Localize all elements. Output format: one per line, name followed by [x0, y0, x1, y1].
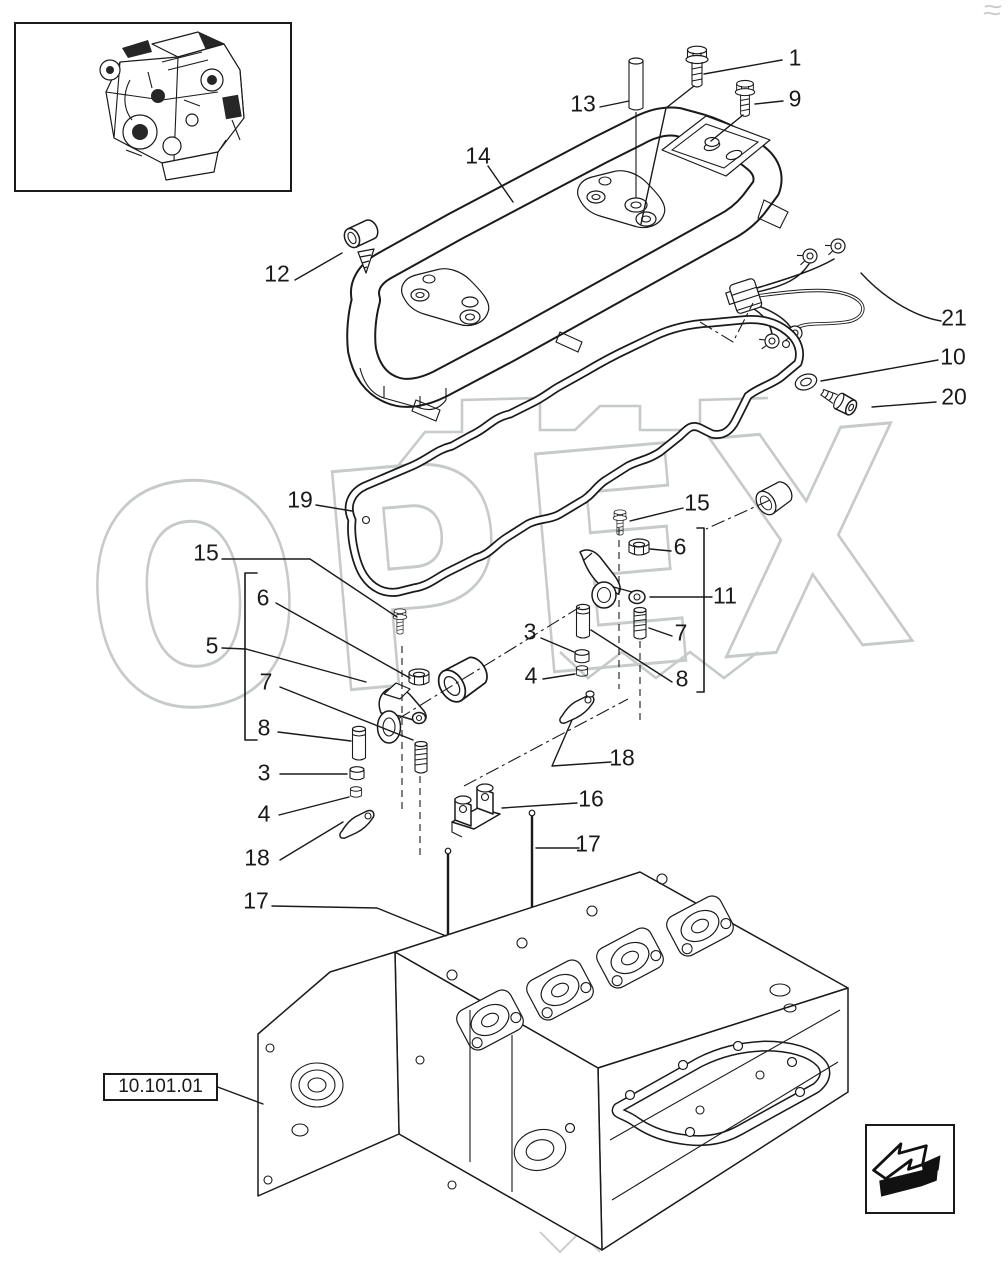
stud-7-left — [414, 740, 428, 774]
rocker-arm-left — [376, 682, 427, 744]
valve-cover-gasket — [344, 315, 805, 597]
callout-13[interactable]: 13 — [570, 90, 596, 117]
callout-3-left[interactable]: 3 — [257, 759, 271, 786]
cap-3-left — [349, 766, 365, 781]
callout-8-right[interactable]: 8 — [675, 665, 689, 692]
engine-thumbnail-box — [14, 22, 292, 192]
adjuster-lever-right — [559, 690, 595, 724]
watermark-text: OPEX — [71, 362, 941, 783]
socket-screw — [820, 388, 858, 416]
callout-11[interactable]: 11 — [713, 582, 737, 609]
callout-7-left[interactable]: 7 — [259, 668, 273, 695]
callout-15-left[interactable]: 15 — [193, 539, 219, 566]
valve-bridge — [451, 783, 501, 838]
previous-page-arrow-icon — [872, 1142, 941, 1197]
callout-20[interactable]: 20 — [941, 383, 967, 410]
engine-overview-icon — [99, 31, 245, 181]
sealing-washer — [794, 373, 818, 391]
callout-15-right[interactable]: 15 — [684, 489, 710, 516]
callout-21[interactable]: 21 — [941, 304, 967, 331]
callout-12[interactable]: 12 — [264, 260, 290, 287]
callout-19[interactable]: 19 — [287, 486, 313, 513]
rocker-arm-right — [579, 549, 646, 609]
previous-page-box[interactable] — [865, 1124, 955, 1214]
watermark-zigzag — [559, 650, 759, 680]
callout-17-right[interactable]: 17 — [575, 830, 601, 857]
harness-clip — [343, 219, 379, 274]
callout-16[interactable]: 16 — [578, 785, 604, 812]
callout-7-right[interactable]: 7 — [674, 619, 688, 646]
reference-section-box[interactable]: 10.101.01 — [103, 1073, 218, 1101]
callout-6-left[interactable]: 6 — [256, 584, 270, 611]
callout-17-left[interactable]: 17 — [243, 887, 269, 914]
dowel-pin — [628, 57, 644, 111]
callout-4-left[interactable]: 4 — [257, 800, 271, 827]
cap-4-left — [349, 786, 363, 798]
group-bracket-left — [244, 572, 258, 741]
injector-harness — [725, 236, 865, 352]
watermark-logo: OPEX — [69, 4, 1002, 1254]
cylinder-head — [257, 871, 849, 1251]
callout-3-mid[interactable]: 3 — [523, 618, 537, 645]
callout-14[interactable]: 14 — [465, 142, 491, 169]
callout-18-right[interactable]: 18 — [609, 744, 635, 771]
callout-18-left[interactable]: 18 — [244, 844, 270, 871]
adjuster-lever-left — [339, 809, 375, 839]
group-bracket-right — [696, 527, 705, 693]
bolt-1 — [685, 45, 709, 88]
alignment-lines — [397, 112, 771, 858]
callout-5[interactable]: 5 — [205, 632, 219, 659]
callout-9[interactable]: 9 — [788, 85, 802, 112]
callout-10[interactable]: 10 — [940, 343, 966, 370]
callout-4-mid[interactable]: 4 — [524, 662, 538, 689]
callout-1[interactable]: 1 — [788, 44, 802, 71]
leader-lines — [214, 59, 942, 1105]
bolt-9 — [734, 79, 756, 117]
callout-6-right[interactable]: 6 — [673, 533, 687, 560]
callout-8-left[interactable]: 8 — [257, 714, 271, 741]
